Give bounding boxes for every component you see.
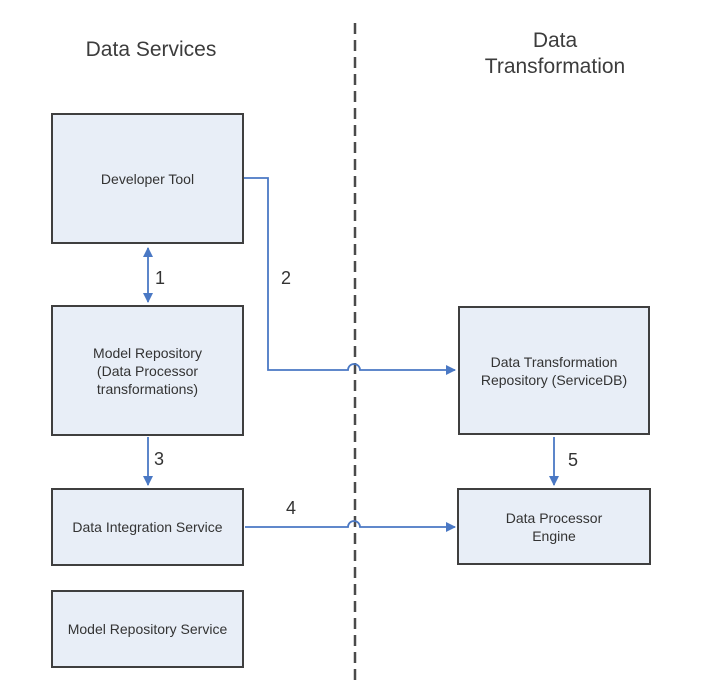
- connector-2-label: 2: [281, 268, 292, 288]
- box-data-transformation-repository-label: Data Transformation Repository (ServiceD…: [480, 353, 628, 388]
- box-model-repository-service: Model Repository Service: [51, 590, 244, 668]
- connector-4-label: 4: [286, 498, 297, 518]
- connector-2-elbow-arrow: [244, 177, 456, 375]
- connector-4-arrow: [245, 520, 456, 532]
- box-data-integration-service-label: Data Integration Service: [72, 519, 223, 535]
- box-model-repository-label: Model Repository (Data Processor transfo…: [93, 344, 202, 397]
- box-model-repository: Model Repository (Data Processor transfo…: [51, 305, 244, 436]
- connector-3-label: 3: [154, 449, 165, 469]
- box-data-processor-engine-label: Data Processor Engine: [505, 509, 603, 544]
- box-developer-tool-label: Developer Tool: [100, 170, 195, 187]
- box-data-integration-service: Data Integration Service: [51, 488, 244, 566]
- right-column-title: Data Transformation: [484, 29, 626, 78]
- box-model-repository-service-label: Model Repository Service: [67, 621, 228, 637]
- connector-5-label: 5: [568, 450, 579, 470]
- box-data-processor-engine: Data Processor Engine: [457, 488, 651, 565]
- connector-1-label: 1: [155, 268, 166, 288]
- box-data-transformation-repository: Data Transformation Repository (ServiceD…: [458, 306, 650, 435]
- left-column-title: Data Services: [85, 38, 217, 61]
- box-developer-tool: Developer Tool: [51, 113, 244, 244]
